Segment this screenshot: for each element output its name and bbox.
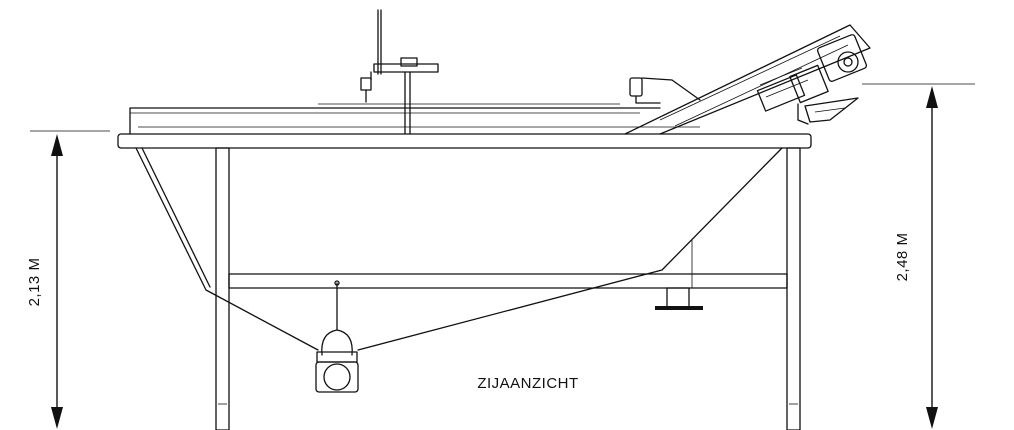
- view-title: ZIJAANZICHT: [477, 375, 578, 392]
- cross-brace: [228, 273, 788, 289]
- tank-hopper: [135, 147, 783, 351]
- foot-pad: [655, 287, 703, 310]
- support-legs: [215, 147, 801, 430]
- right-height-dimension: 2,48 M: [862, 83, 975, 429]
- drain-valve: [315, 280, 359, 393]
- conveyor-motor: [789, 34, 868, 125]
- inclined-conveyor: [624, 24, 871, 135]
- left-height-dimension: 2,13 M: [26, 130, 110, 429]
- tank-rim: [117, 103, 812, 149]
- left-height-label: 2,13 M: [26, 258, 43, 307]
- right-height-label: 2,48 M: [894, 233, 911, 282]
- discharge-chute: [804, 97, 859, 123]
- sensor-stand: [360, 9, 439, 135]
- pivot-cylinder: [629, 77, 701, 104]
